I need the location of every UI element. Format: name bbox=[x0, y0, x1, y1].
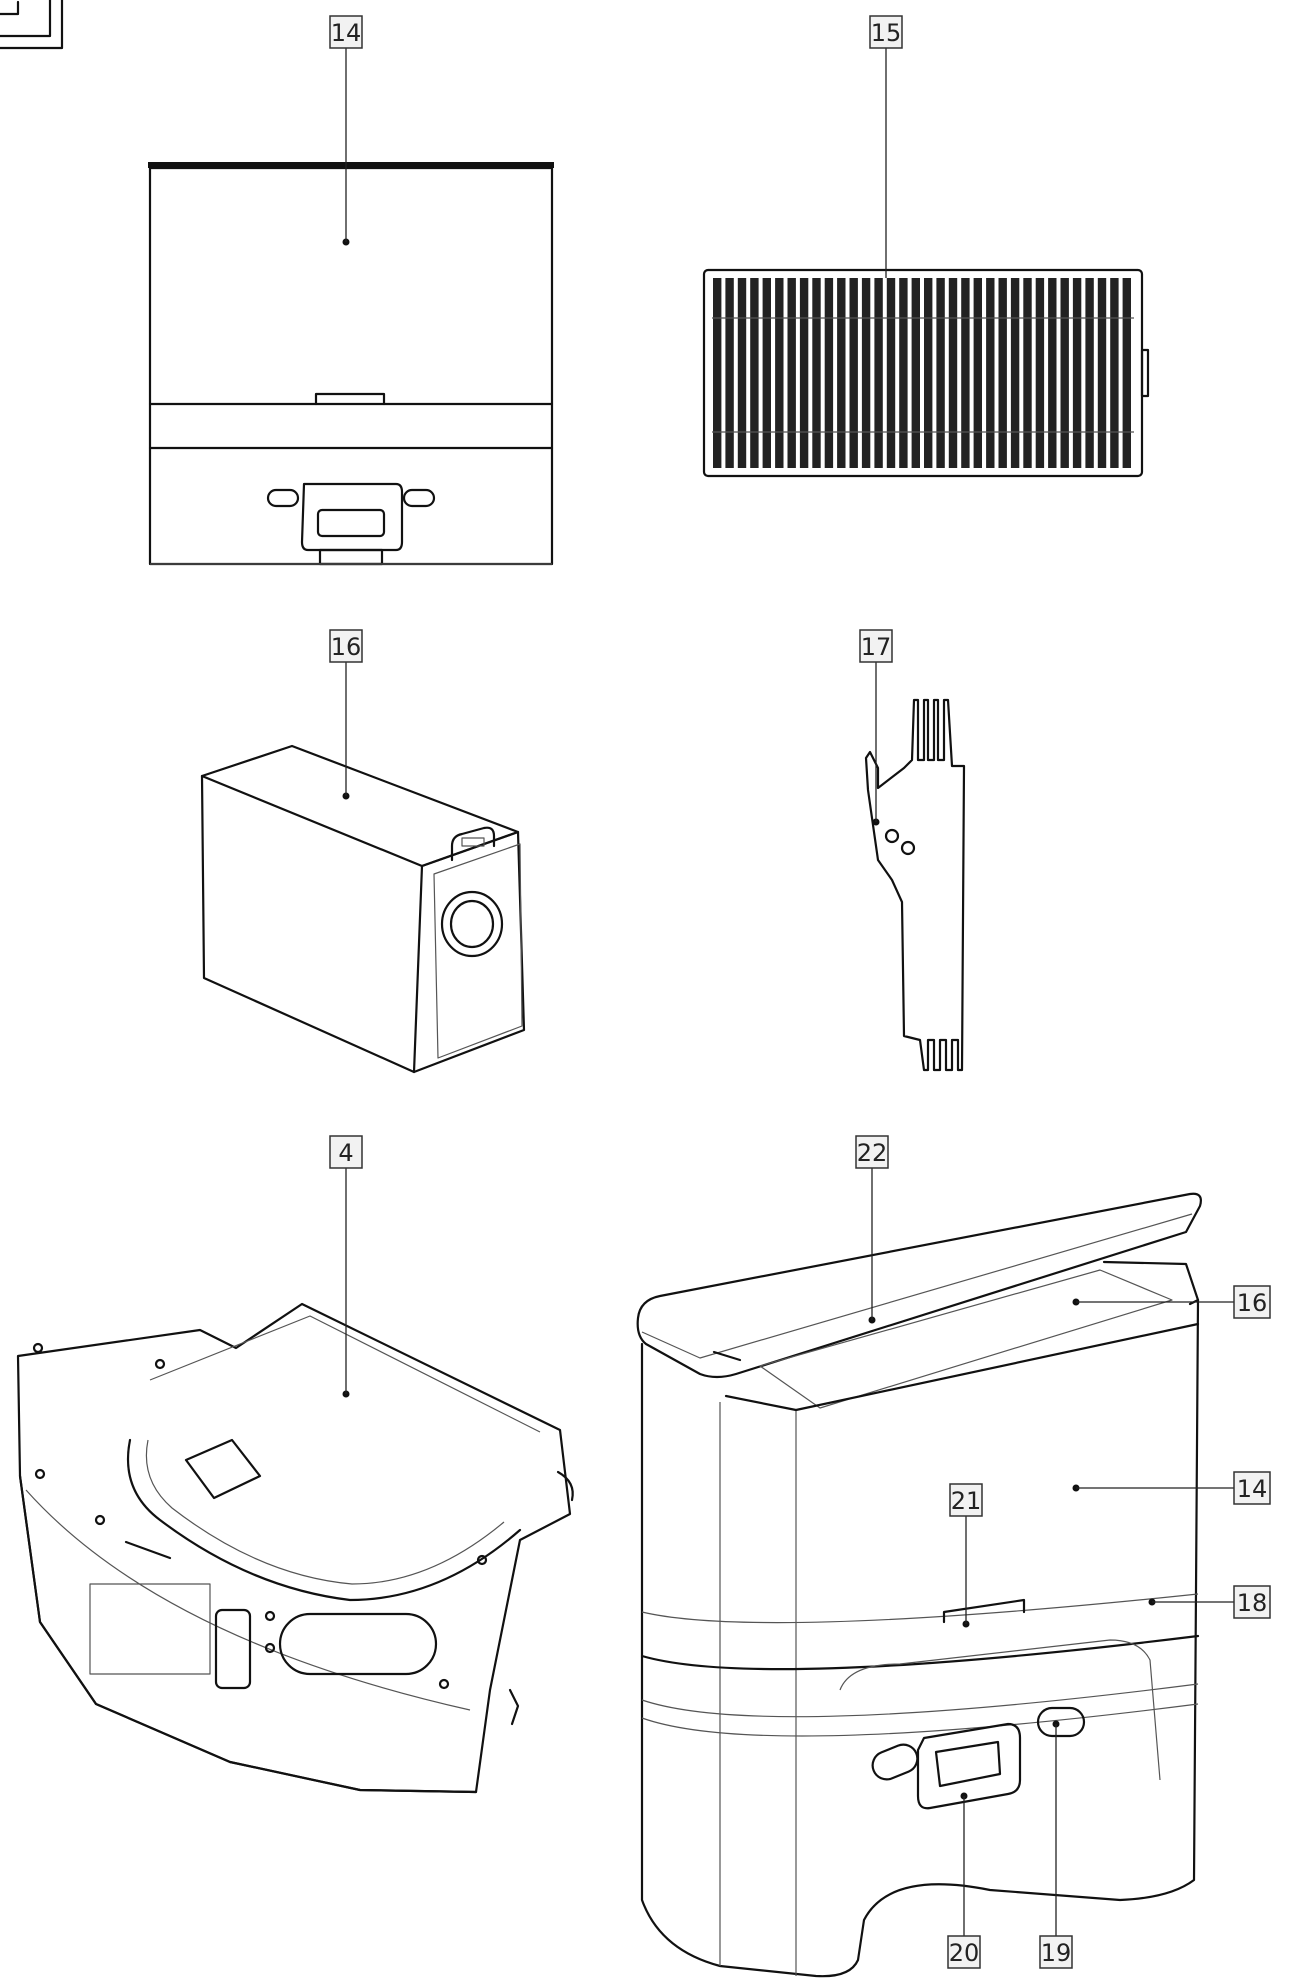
filter-slat bbox=[973, 278, 982, 468]
label-4: 4 bbox=[338, 1139, 353, 1167]
filter-slat bbox=[812, 278, 821, 468]
label-19: 19 bbox=[1041, 1939, 1072, 1967]
filter-slat bbox=[837, 278, 846, 468]
filter-slat bbox=[936, 278, 945, 468]
figure-16-dust-bag: 16 bbox=[200, 629, 526, 1074]
filter-slat bbox=[849, 278, 858, 468]
filter-slats bbox=[713, 278, 1131, 468]
filter-slat bbox=[725, 278, 734, 468]
filter-slat bbox=[998, 278, 1007, 468]
callout-18: 18 bbox=[1233, 1585, 1271, 1619]
filter-slat bbox=[1010, 278, 1020, 468]
callout-16-station: 16 bbox=[1233, 1285, 1271, 1319]
filter-slat bbox=[713, 278, 722, 468]
label-20: 20 bbox=[949, 1939, 980, 1967]
label-21: 21 bbox=[951, 1487, 982, 1515]
filter-slat bbox=[787, 278, 796, 468]
filter-slat bbox=[1110, 278, 1119, 468]
label-14-station: 14 bbox=[1237, 1475, 1268, 1503]
figure-station-assembly: 22 16 14 18 21 20 19 bbox=[636, 1135, 1271, 1978]
filter-slat bbox=[824, 278, 834, 468]
label-22: 22 bbox=[857, 1139, 888, 1167]
callout-19: 19 bbox=[1039, 1935, 1073, 1969]
filter-slat bbox=[1035, 278, 1045, 468]
filter-slat bbox=[1072, 278, 1082, 468]
filter-slat bbox=[899, 278, 908, 468]
filter-slat bbox=[775, 278, 784, 468]
callout-22: 22 bbox=[855, 1135, 889, 1169]
filter-slat bbox=[1048, 278, 1057, 468]
filter-slat bbox=[861, 278, 871, 468]
filter-slat bbox=[924, 278, 933, 468]
label-16-bag: 16 bbox=[331, 633, 362, 661]
corner-logo-mark bbox=[0, 0, 64, 50]
filter-slat bbox=[737, 278, 747, 468]
callout-16-bag: 16 bbox=[329, 629, 363, 663]
label-14: 14 bbox=[331, 19, 362, 47]
filter-slat bbox=[874, 278, 883, 468]
filter-slat bbox=[986, 278, 995, 468]
callout-15: 15 bbox=[869, 15, 903, 49]
filter-slat bbox=[750, 278, 759, 468]
filter-slat bbox=[1023, 278, 1032, 468]
label-16-station: 16 bbox=[1237, 1289, 1268, 1317]
callout-21: 21 bbox=[949, 1483, 983, 1517]
filter-slat bbox=[1060, 278, 1069, 468]
callout-20: 20 bbox=[947, 1935, 981, 1969]
figure-15-filter: 15 bbox=[702, 15, 1150, 478]
filter-slat bbox=[961, 278, 970, 468]
callout-14-station: 14 bbox=[1233, 1471, 1271, 1505]
label-17: 17 bbox=[861, 633, 892, 661]
filter-slat bbox=[1097, 278, 1107, 468]
filter-slat bbox=[799, 278, 809, 468]
callout-4: 4 bbox=[329, 1135, 363, 1169]
callout-17: 17 bbox=[859, 629, 893, 663]
figure-4-dustbin: 4 bbox=[16, 1135, 574, 1794]
filter-slat bbox=[762, 278, 771, 468]
figure-14-water-tank: 14 bbox=[148, 15, 554, 566]
callout-14: 14 bbox=[329, 15, 363, 49]
figure-17-cleaning-brush: 17 bbox=[859, 629, 966, 1072]
filter-slat bbox=[948, 278, 958, 468]
filter-slat bbox=[1122, 278, 1131, 468]
filter-slat bbox=[1085, 278, 1094, 468]
label-18: 18 bbox=[1237, 1589, 1268, 1617]
filter-slat bbox=[886, 278, 896, 468]
label-15: 15 bbox=[871, 19, 902, 47]
filter-slat bbox=[911, 278, 920, 468]
